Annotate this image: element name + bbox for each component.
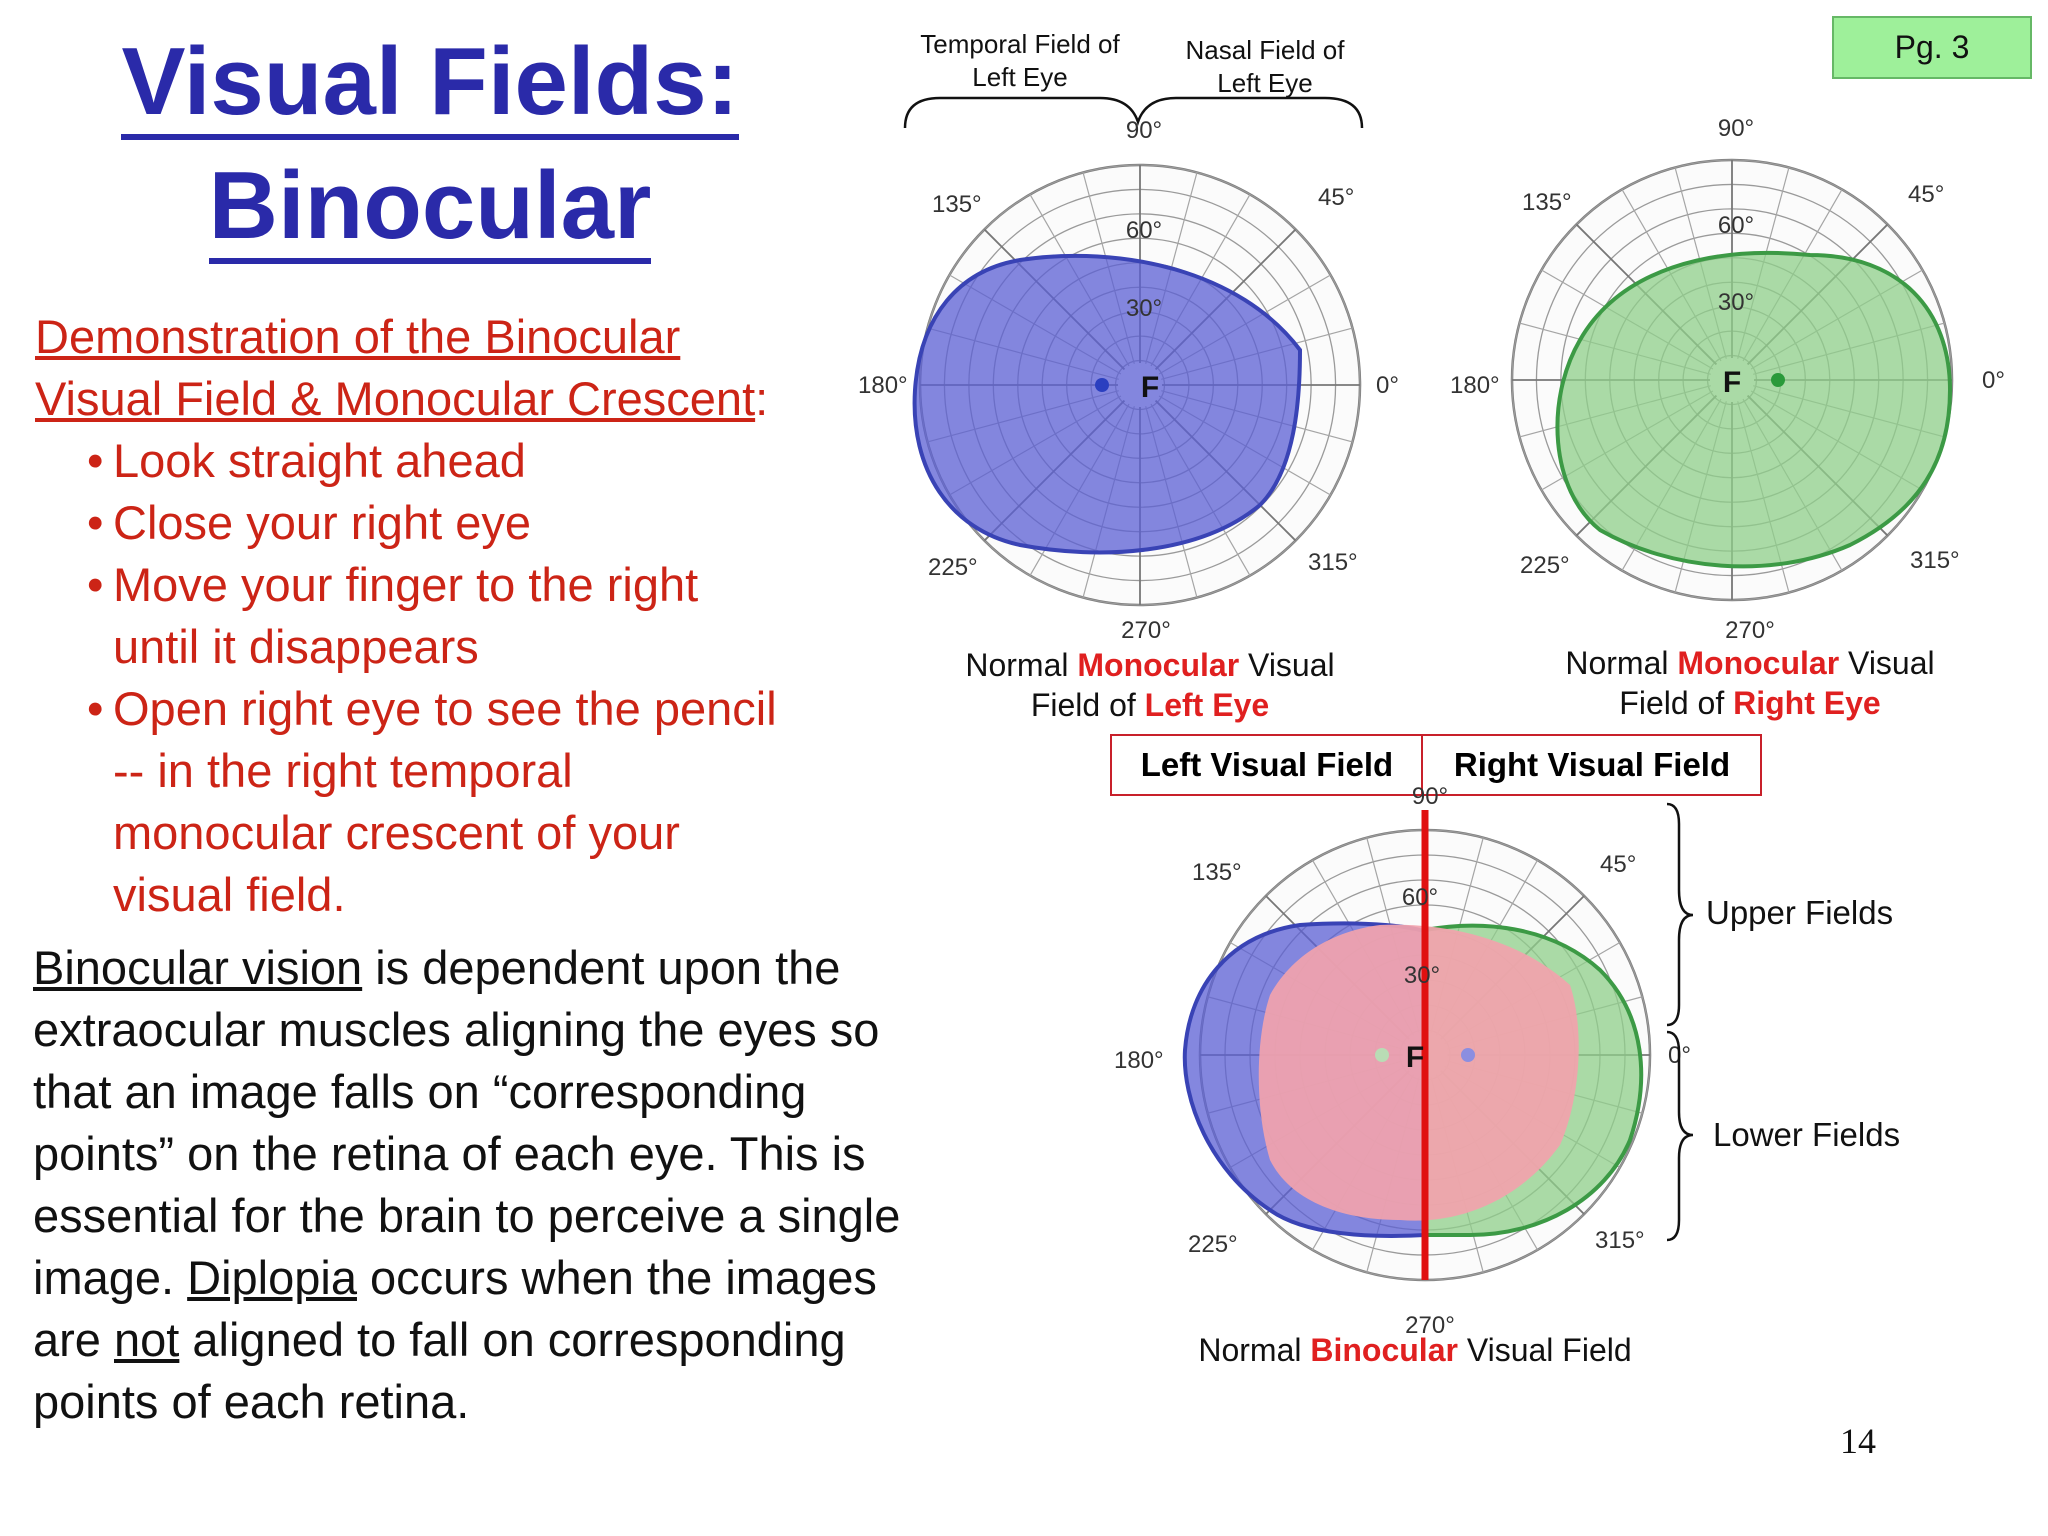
svg-text:180°: 180°: [1450, 372, 1500, 399]
svg-text:315°: 315°: [1910, 547, 1960, 574]
svg-text:180°: 180°: [858, 372, 908, 399]
field-braces: [903, 96, 1364, 129]
demo-heading-colon: :: [755, 372, 769, 425]
left-visual-field-label: Left Visual Field: [1140, 746, 1394, 783]
svg-text:270°: 270°: [1725, 617, 1775, 644]
blind-spot-marker: [1095, 378, 1109, 392]
upper-lower-braces: [1666, 802, 1694, 1242]
binocular-vision-paragraph: Binocular vision is dependent upon the e…: [33, 941, 901, 1428]
binocular-visual-field-chart: F 90° 45° 135° 0° 180° 225° 315° 270° 60…: [1114, 783, 1691, 1339]
upper-fields-label: Upper Fields: [1706, 894, 1894, 931]
svg-text:225°: 225°: [928, 554, 978, 581]
svg-text:30°: 30°: [1404, 962, 1440, 989]
demo-heading-line-2: Visual Field & Monocular Crescent: [35, 372, 756, 425]
svg-text:60°: 60°: [1402, 884, 1438, 911]
blind-spot-marker: [1771, 373, 1785, 387]
svg-text:45°: 45°: [1318, 184, 1354, 211]
svg-text:60°: 60°: [1126, 217, 1162, 244]
binocular-overlap-area: [1258, 924, 1579, 1221]
svg-text:315°: 315°: [1308, 549, 1358, 576]
term-binocular-vision: Binocular vision: [33, 941, 363, 994]
svg-text:30°: 30°: [1126, 295, 1162, 322]
page-number: 14: [1840, 1421, 1876, 1461]
svg-text:0°: 0°: [1982, 367, 2005, 394]
svg-text:180°: 180°: [1114, 1047, 1164, 1074]
svg-text:90°: 90°: [1126, 117, 1162, 144]
binocular-caption: Normal Binocular Visual Field: [1198, 1332, 1632, 1368]
visual-field-sides-box: Left Visual Field Right Visual Field: [1110, 734, 1762, 796]
svg-text:135°: 135°: [1192, 859, 1242, 886]
title-line-2: Binocular: [208, 154, 652, 264]
page-tag: Pg. 3: [1832, 16, 2032, 79]
demo-bullet-list: •Look straight ahead •Close your right e…: [35, 430, 855, 926]
svg-text:60°: 60°: [1718, 212, 1754, 239]
right-visual-field-label: Right Visual Field: [1453, 746, 1731, 783]
svg-text:45°: 45°: [1908, 181, 1944, 208]
svg-text:90°: 90°: [1718, 115, 1754, 142]
left-eye-visual-field-chart: F 90° 45° 135° 0° 180° 225° 315° 270° 60…: [858, 117, 1399, 644]
left-eye-field-area: [912, 253, 1303, 555]
right-eye-caption: Normal Monocular Visual Field of Right E…: [1565, 645, 1935, 721]
right-eye-visual-field-chart: F 90° 45° 135° 0° 180° 225° 315° 270° 60…: [1450, 115, 2005, 644]
bullet-item: •Open right eye to see the pencil-- in t…: [87, 682, 777, 921]
blind-spot-marker: [1461, 1048, 1475, 1062]
title-line-1: Visual Fields:: [121, 30, 739, 140]
svg-text:135°: 135°: [932, 191, 982, 218]
right-eye-field-area: [1555, 250, 1953, 569]
left-eye-caption: Normal Monocular Visual Field of Left Ey…: [965, 647, 1335, 723]
svg-text:225°: 225°: [1188, 1231, 1238, 1258]
blind-spot-marker: [1375, 1048, 1389, 1062]
svg-text:270°: 270°: [1405, 1312, 1455, 1339]
fixation-label: F: [1141, 371, 1159, 404]
svg-text:0°: 0°: [1376, 372, 1399, 399]
demonstration-heading: Demonstration of the Binocular Visual Fi…: [35, 306, 855, 430]
bullet-item: •Close your right eye: [87, 496, 531, 549]
fixation-label: F: [1406, 1041, 1424, 1074]
svg-text:315°: 315°: [1595, 1227, 1645, 1254]
bullet-item: •Look straight ahead: [87, 434, 526, 487]
svg-text:135°: 135°: [1522, 189, 1572, 216]
svg-text:270°: 270°: [1121, 617, 1171, 644]
svg-text:45°: 45°: [1600, 851, 1636, 878]
fixation-label: F: [1723, 366, 1741, 399]
lower-fields-label: Lower Fields: [1713, 1116, 1901, 1153]
demo-heading-line-1: Demonstration of the Binocular: [35, 310, 681, 363]
svg-text:225°: 225°: [1520, 552, 1570, 579]
svg-text:90°: 90°: [1412, 783, 1448, 810]
demonstration-block: Demonstration of the Binocular Visual Fi…: [35, 306, 855, 926]
page-title: Visual Fields: Binocular: [40, 20, 820, 268]
term-not: not: [114, 1313, 180, 1366]
svg-text:30°: 30°: [1718, 289, 1754, 316]
term-diplopia: Diplopia: [187, 1251, 357, 1304]
